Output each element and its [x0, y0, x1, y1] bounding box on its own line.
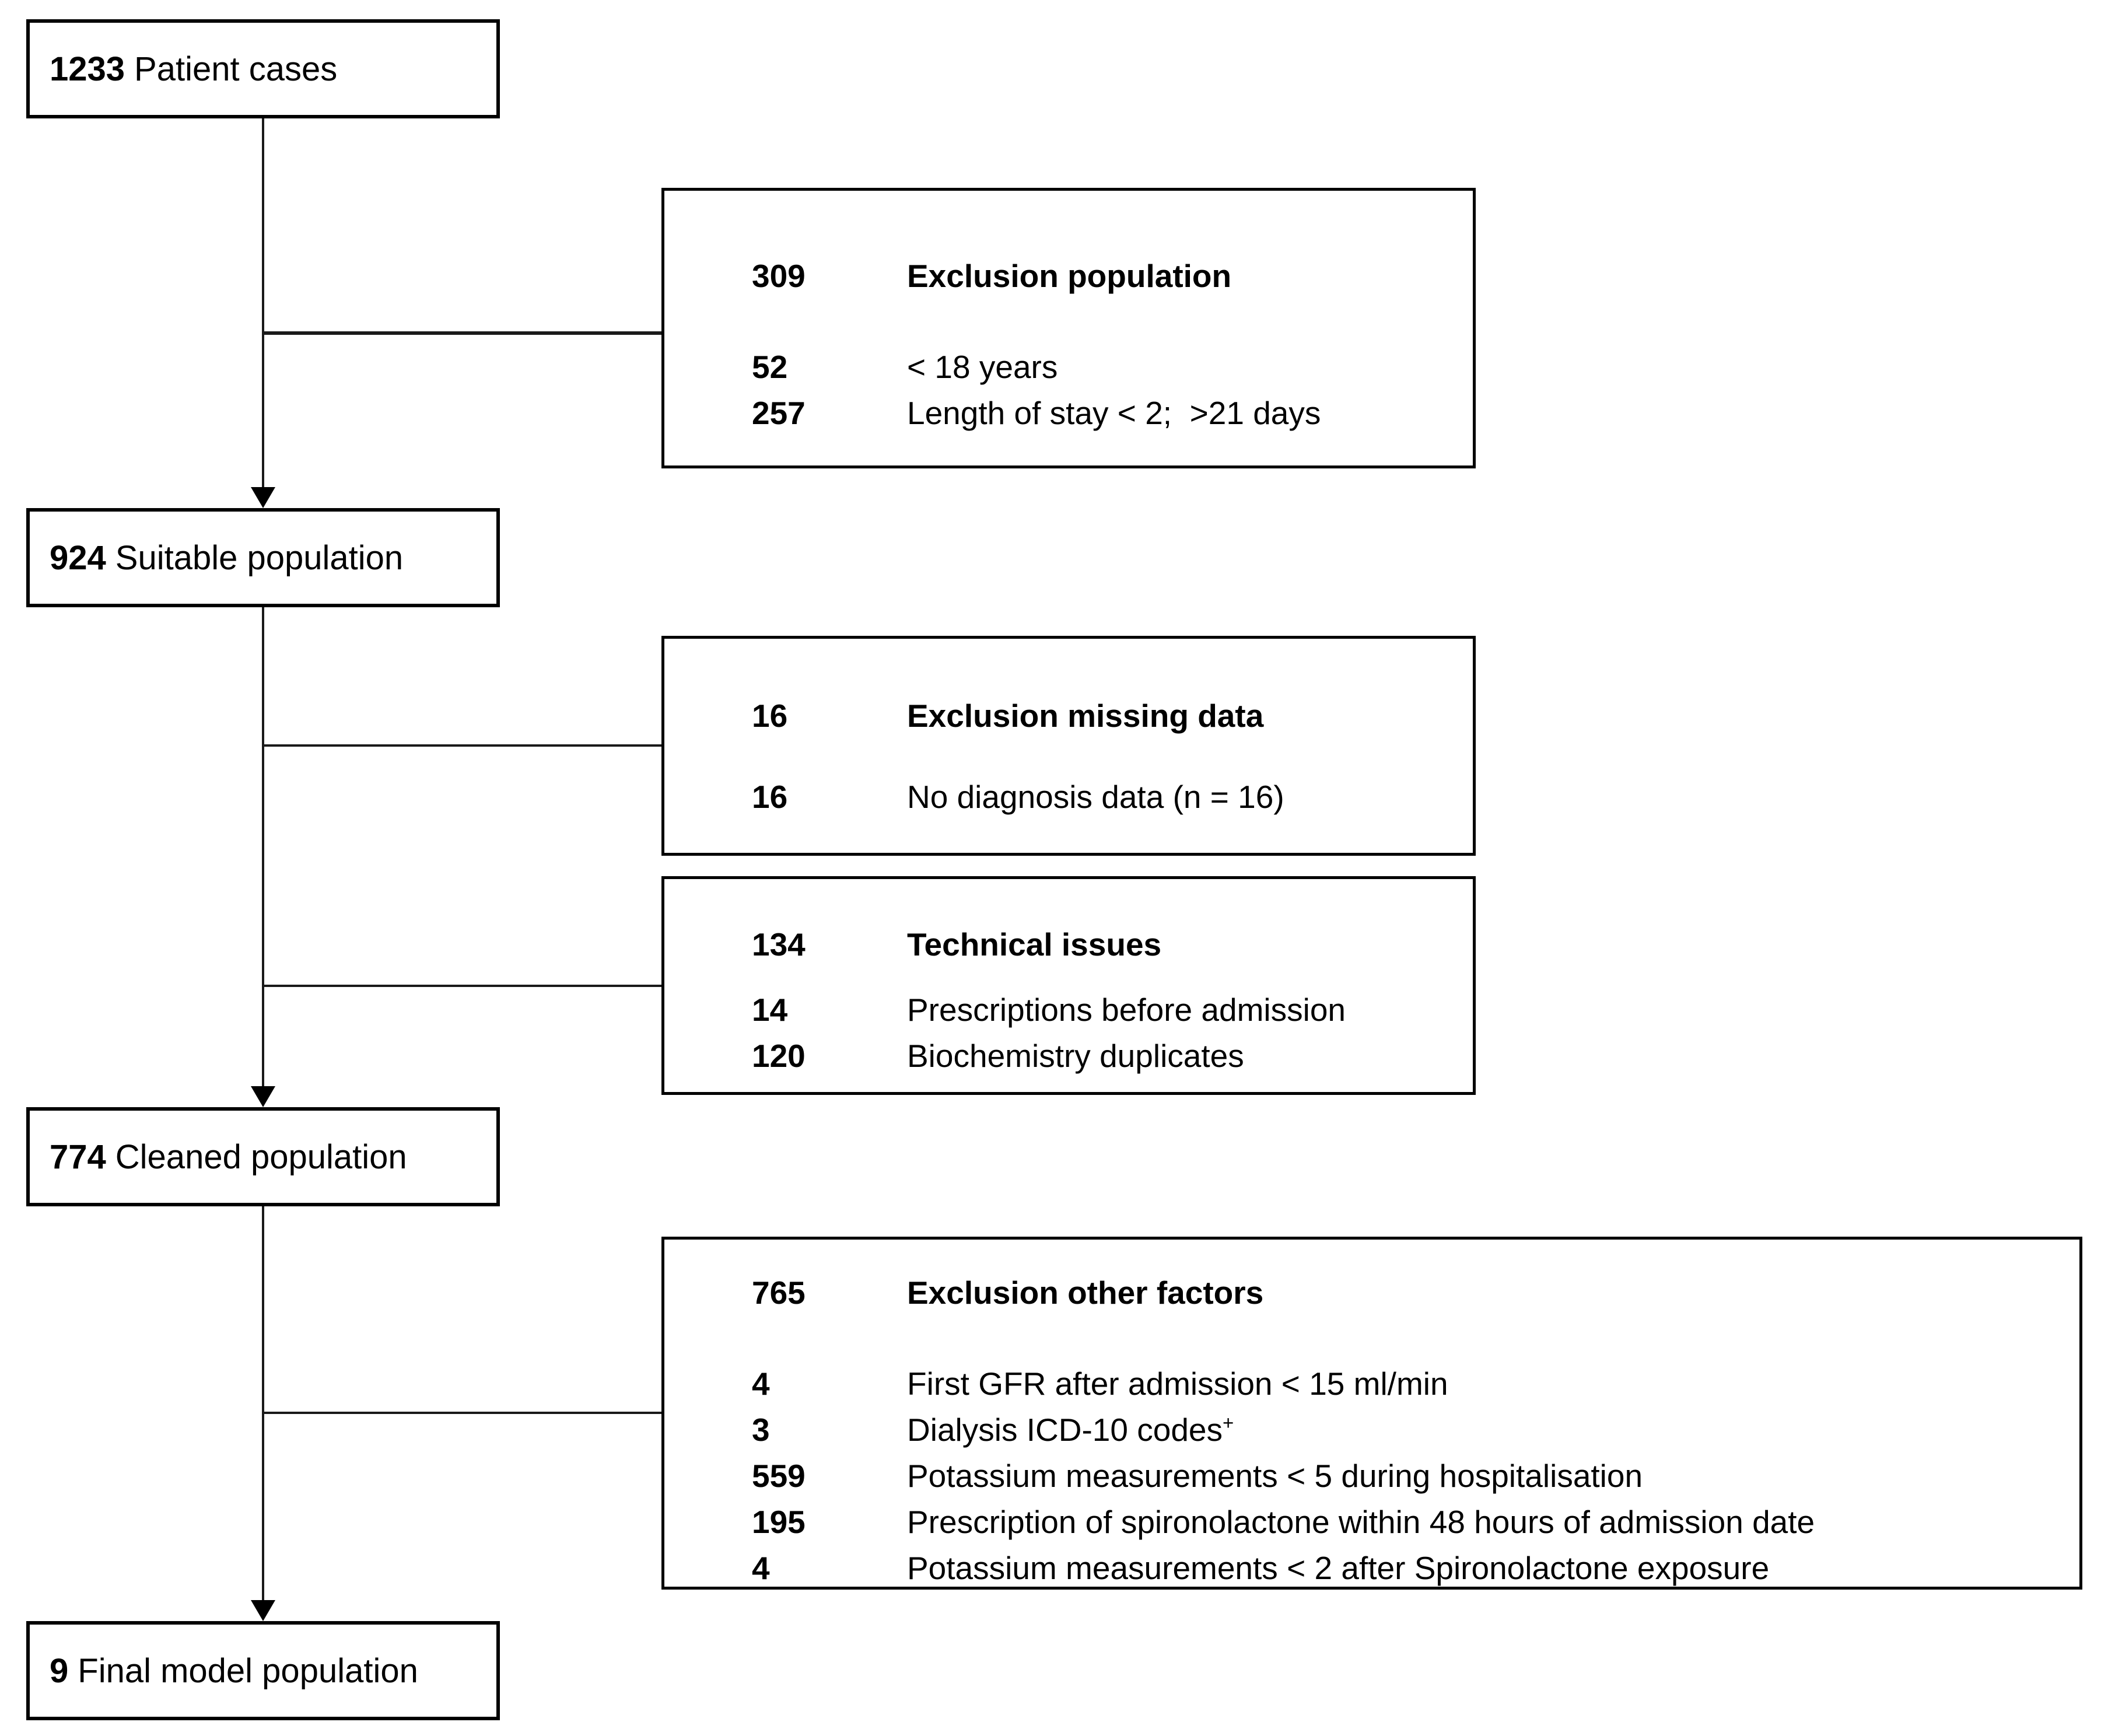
patient-cases-count: 1233 — [50, 50, 125, 88]
exclusion-item-label: Potassium measurements < 2 after Spirono… — [907, 1550, 1770, 1586]
exclusion-item: 52 < 18 years — [752, 344, 1473, 390]
exclusion-item-label: No diagnosis data (n = 16) — [907, 779, 1284, 815]
exclusion-item-label: Prescription of spironolactone within 48… — [907, 1504, 1815, 1540]
exclusion-population-header: 309 Exclusion population — [752, 253, 1473, 299]
exclusion-item: 4 First GFR after admission < 15 ml/min — [752, 1361, 2079, 1407]
connector-vertical-1 — [262, 118, 264, 489]
connector-branch-3 — [263, 985, 661, 987]
exclusion-other-factors-count: 765 — [752, 1275, 806, 1311]
exclusion-item: 4 Potassium measurements < 2 after Spiro… — [752, 1545, 2079, 1591]
exclusion-item-label: Potassium measurements < 5 during hospit… — [907, 1458, 1643, 1494]
exclusion-item-label: < 18 years — [907, 349, 1058, 385]
cleaned-population-count: 774 — [50, 1138, 106, 1176]
exclusion-item-label: Biochemistry duplicates — [907, 1038, 1244, 1074]
exclusion-item: 14 Prescriptions before admission — [752, 987, 1473, 1033]
exclusion-item-count: 195 — [752, 1504, 806, 1540]
exclusion-item: 120 Biochemistry duplicates — [752, 1033, 1473, 1079]
exclusion-item-count: 14 — [752, 992, 788, 1028]
exclusion-item: 195 Prescription of spironolactone withi… — [752, 1499, 2079, 1545]
exclusion-item: 16 No diagnosis data (n = 16) — [752, 774, 1473, 820]
exclusion-item-count: 4 — [752, 1366, 770, 1402]
exclusion-item-label: Dialysis ICD-10 codes+ — [907, 1407, 2079, 1453]
arrow-down-marker-1 — [251, 487, 275, 508]
exclusion-item: 3 Dialysis ICD-10 codes+ — [752, 1407, 2079, 1453]
connector-branch-2 — [263, 744, 661, 747]
exclusion-population-title: Exclusion population — [907, 258, 1232, 294]
exclusion-population-count: 309 — [752, 258, 806, 294]
spacer — [752, 1316, 2079, 1361]
exclusion-item-label: First GFR after admission < 15 ml/min — [907, 1366, 1448, 1402]
spacer — [752, 739, 1473, 774]
exclusion-item-count: 52 — [752, 349, 788, 385]
technical-issues-header: 134 Technical issues — [752, 922, 1473, 968]
connector-vertical-3 — [262, 1206, 264, 1602]
suitable-population-label: Suitable population — [115, 538, 404, 577]
suitable-population-count: 924 — [50, 538, 106, 577]
exclusion-missing-data-box: 16 Exclusion missing data 16 No diagnosi… — [661, 636, 1476, 856]
exclusion-other-factors-title: Exclusion other factors — [907, 1275, 1264, 1311]
exclusion-item: 257 Length of stay < 2; >21 days — [752, 390, 1473, 436]
exclusion-item-count: 4 — [752, 1550, 770, 1586]
exclusion-item-count: 3 — [752, 1412, 770, 1448]
exclusion-item-label-text: Dialysis ICD-10 codes — [907, 1412, 1223, 1448]
arrow-down-marker-3 — [251, 1600, 275, 1621]
final-model-population-label: Final model population — [78, 1651, 418, 1690]
connector-vertical-2 — [262, 607, 264, 1088]
technical-issues-count: 134 — [752, 926, 806, 963]
dagger-superscript: + — [1223, 1412, 1234, 1434]
exclusion-item-count: 120 — [752, 1038, 806, 1074]
exclusion-other-factors-box: 765 Exclusion other factors 4 First GFR … — [661, 1237, 2082, 1590]
exclusion-missing-data-count: 16 — [752, 698, 788, 734]
spacer — [752, 968, 1473, 987]
exclusion-item-count: 559 — [752, 1458, 806, 1494]
exclusion-missing-data-header: 16 Exclusion missing data — [752, 693, 1473, 739]
spacer — [752, 299, 1473, 344]
patient-cases-label: Patient cases — [134, 50, 338, 88]
arrow-down-marker-2 — [251, 1086, 275, 1107]
exclusion-item-label: Prescriptions before admission — [907, 992, 1346, 1028]
exclusion-item: 559 Potassium measurements < 5 during ho… — [752, 1453, 2079, 1499]
cleaned-population-label: Cleaned population — [115, 1138, 407, 1176]
final-model-population-count: 9 — [50, 1651, 69, 1690]
connector-branch-4 — [263, 1412, 661, 1414]
exclusion-item-count: 16 — [752, 779, 788, 815]
technical-issues-title: Technical issues — [907, 926, 1162, 963]
exclusion-other-factors-header: 765 Exclusion other factors — [752, 1270, 2079, 1316]
exclusion-item-label: Length of stay < 2; >21 days — [907, 395, 1321, 431]
exclusion-population-box: 309 Exclusion population 52 < 18 years 2… — [661, 188, 1476, 468]
connector-branch-1 — [263, 331, 661, 335]
technical-issues-box: 134 Technical issues 14 Prescriptions be… — [661, 876, 1476, 1095]
exclusion-item-count: 257 — [752, 395, 806, 431]
exclusion-missing-data-title: Exclusion missing data — [907, 698, 1264, 734]
